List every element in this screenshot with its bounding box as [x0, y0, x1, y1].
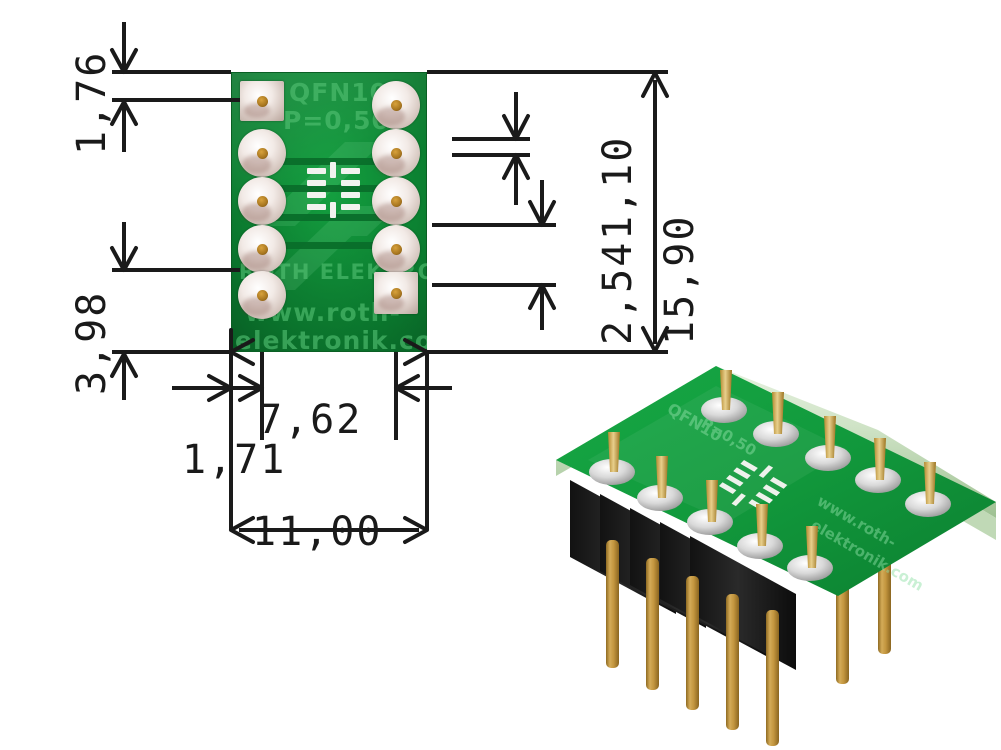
- qfn-footprint-pad: [307, 180, 326, 186]
- qfn-footprint-pad: [307, 204, 326, 210]
- qfn-footprint-pad: [307, 168, 326, 174]
- header-pins-back: [836, 548, 891, 684]
- dimension-label-1-76: 1,76: [69, 50, 115, 155]
- pcb-pad-5: [238, 271, 286, 319]
- dimension-label-1-71: 1,71: [182, 437, 287, 483]
- dimension-label-11-00: 11,00: [252, 509, 383, 555]
- pcb-pad-6: [374, 272, 418, 314]
- copper-trace: [269, 242, 391, 249]
- qfn-footprint-pad: [330, 162, 336, 178]
- dimension-label-3-98: 3,98: [69, 290, 115, 395]
- qfn-footprint-pad: [307, 192, 326, 198]
- header-pins-front: [606, 540, 779, 746]
- soldered-pin-group: [589, 370, 951, 581]
- dimension-label-2-54: 2,54: [595, 240, 641, 345]
- pcb-pad-3: [238, 177, 286, 225]
- adapter-board-illustration: QFN10 P=0,50 www.roth- elektronik.com: [556, 366, 996, 746]
- qfn-footprint-pad: [341, 168, 360, 174]
- dimension-label-15-90: 15,90: [657, 214, 703, 345]
- dimension-label-7-62: 7,62: [258, 397, 363, 443]
- pcb-pad-4: [238, 225, 286, 273]
- pcb-pad-10: [372, 81, 420, 129]
- qfn-footprint-pad: [341, 180, 360, 186]
- pcb-pad-7: [372, 225, 420, 273]
- copper-trace: [269, 158, 391, 165]
- qfn-footprint-pad: [341, 192, 360, 198]
- pcb-pad-9: [372, 129, 420, 177]
- product-photo-3d: QFN10 P=0,50 www.roth- elektronik.com: [548, 352, 1001, 750]
- pcb-pad-2: [238, 129, 286, 177]
- copper-trace: [269, 185, 391, 192]
- qfn-footprint-pad: [330, 202, 336, 218]
- pcb-pad-8: [372, 177, 420, 225]
- qfn-footprint-pad: [341, 204, 360, 210]
- dimension-label-1-10: 1,10: [595, 135, 641, 240]
- pcb-pad-1: [240, 81, 284, 121]
